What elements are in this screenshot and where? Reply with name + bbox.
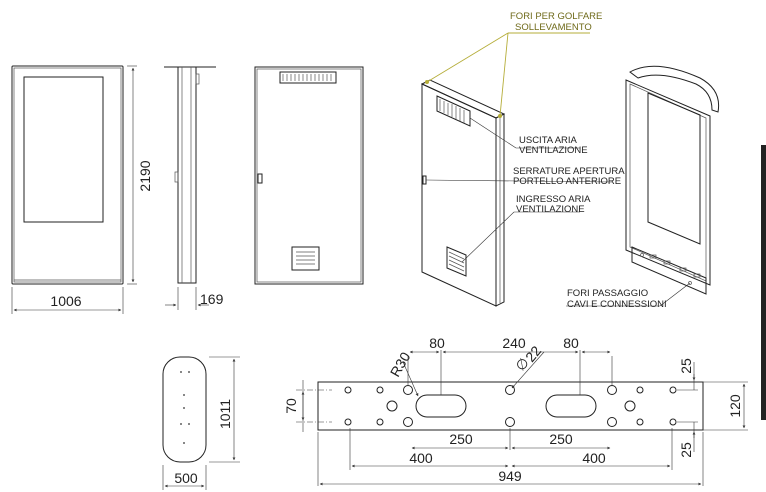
iso-lock: [422, 175, 427, 185]
dim-bottom-400-left: 400: [409, 450, 433, 466]
annotation-labels: FORI PER GOLFARE SOLLEVAMENTO USCITA ARI…: [510, 11, 667, 310]
plate-top-dimensions: 80 240 80 R30 ∅ 22: [387, 335, 611, 397]
dim-bottom-250-left: 250: [449, 431, 473, 447]
rear-top-vent: [279, 71, 337, 84]
rear-bottom-vent: [291, 246, 320, 271]
air-inlet-label-2: VENTILAZIONE: [516, 204, 585, 215]
height-dimension: 2190: [137, 160, 153, 191]
air-outlet-label-2: VENTILAZIONE: [519, 145, 588, 156]
dim-top-80-left: 80: [429, 335, 445, 351]
slot-right: [545, 394, 597, 418]
iso-top-vent: [436, 95, 471, 127]
dim-right-25-bottom: 25: [678, 442, 694, 458]
front-locks-label: SERRATURE APERTURA: [513, 166, 625, 177]
rear-lock: [257, 173, 263, 184]
base-width-dimension: 500: [174, 470, 198, 486]
dim-left-70: 70: [283, 398, 299, 414]
dim-right-120: 120: [727, 394, 743, 418]
dim-bottom-250-right: 250: [549, 431, 573, 447]
lifting-holes-label: FORI PER GOLFARE: [510, 11, 602, 22]
cable-holes-label: FORI PASSAGGIO: [567, 288, 648, 299]
slot-left: [415, 394, 467, 418]
isometric-rear-view: [420, 79, 506, 307]
dim-top-80-right: 80: [563, 335, 579, 351]
air-outlet-label: USCITA ARIA: [519, 135, 578, 146]
cable-holes-label-2: CAVI E CONNESSIONI: [567, 299, 667, 310]
air-inlet-label: INGRESSO ARIA: [516, 194, 591, 205]
dim-top-240: 240: [502, 335, 526, 351]
dim-right-25-top: 25: [678, 358, 694, 374]
fixing-plate-view: [296, 350, 748, 486]
iso-bottom-vent: [446, 246, 467, 277]
plate-left-dimensions: 70: [283, 391, 305, 421]
dim-overall-949: 949: [498, 468, 522, 484]
lifting-holes-label-2: SOLLEVAMENTO: [515, 22, 592, 33]
side-view: 169: [164, 66, 224, 310]
rear-view: [254, 66, 364, 285]
front-locks-label-2: PORTELLO ANTERIORE: [513, 176, 621, 187]
plate-bottom-dimensions: 250 250 400 400 949: [319, 431, 702, 486]
plate-right-dimensions: 25 120 25: [678, 358, 746, 458]
base-plate-top-view: 1011 500: [162, 356, 240, 490]
side-depth-dimension: 169: [200, 291, 224, 307]
dim-radius: R30: [387, 349, 414, 379]
front-view: 2190 1006: [11, 65, 153, 314]
isometric-front-view: [625, 65, 720, 295]
scrollbar[interactable]: [761, 145, 766, 420]
dim-bottom-400-right: 400: [582, 450, 606, 466]
base-length-dimension: 1011: [217, 399, 233, 429]
plate-holes: [344, 385, 677, 427]
front-width-dimension: 1006: [50, 293, 81, 309]
